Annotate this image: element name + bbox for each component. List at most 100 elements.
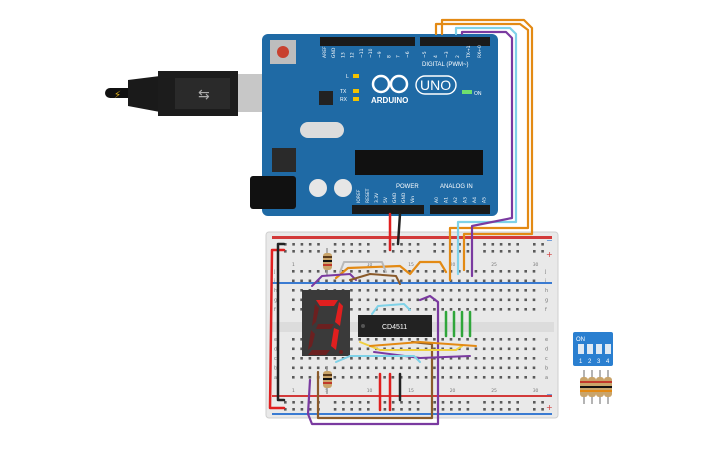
wires[interactable] <box>268 18 534 426</box>
breadboard-hole[interactable] <box>391 338 395 341</box>
breadboard-hole[interactable] <box>441 376 444 379</box>
breadboard-hole[interactable] <box>367 250 370 253</box>
breadboard-hole[interactable] <box>366 376 370 379</box>
breadboard-hole[interactable] <box>408 279 411 283</box>
breadboard-hole[interactable] <box>325 357 328 360</box>
breadboard-hole[interactable] <box>433 250 436 253</box>
breadboard-hole[interactable] <box>383 338 386 341</box>
pulldown-resistor-4[interactable] <box>604 370 612 404</box>
breadboard-hole[interactable] <box>400 401 403 404</box>
breadboard-hole[interactable] <box>441 347 444 351</box>
breadboard-hole[interactable] <box>466 338 469 341</box>
breadboard-hole[interactable] <box>350 270 353 273</box>
breadboard-hole[interactable] <box>416 308 420 311</box>
breadboard-hole[interactable] <box>333 408 337 411</box>
breadboard-hole[interactable] <box>491 243 495 246</box>
breadboard-hole[interactable] <box>300 308 303 311</box>
breadboard-hole[interactable] <box>383 243 387 246</box>
breadboard-hole[interactable] <box>284 401 287 404</box>
breadboard-hole[interactable] <box>350 279 353 283</box>
breadboard-hole[interactable] <box>458 308 461 311</box>
breadboard-hole[interactable] <box>284 250 287 253</box>
breadboard-hole[interactable] <box>424 347 428 351</box>
breadboard-hole[interactable] <box>533 250 536 253</box>
breadboard-hole[interactable] <box>333 243 337 246</box>
pulldown-resistor-1[interactable] <box>580 370 588 404</box>
breadboard-hole[interactable] <box>416 298 420 302</box>
breadboard-hole[interactable] <box>507 289 511 292</box>
breadboard-hole[interactable] <box>449 366 453 370</box>
breadboard-hole[interactable] <box>507 357 511 360</box>
breadboard-hole[interactable] <box>375 366 378 370</box>
wire-purple-d2[interactable] <box>460 30 514 278</box>
breadboard-hole[interactable] <box>300 243 304 246</box>
breadboard-hole[interactable] <box>516 308 519 311</box>
breadboard-hole[interactable] <box>391 270 395 273</box>
breadboard-hole[interactable] <box>316 270 320 273</box>
breadboard-hole[interactable] <box>532 376 536 379</box>
breadboard-hole[interactable] <box>317 250 320 253</box>
breadboard-hole[interactable] <box>516 243 519 246</box>
breadboard-hole[interactable] <box>532 366 536 370</box>
breadboard-hole[interactable] <box>491 366 494 370</box>
resistor-bottom[interactable] <box>323 366 332 394</box>
breadboard-hole[interactable] <box>482 347 486 351</box>
breadboard-hole[interactable] <box>333 376 337 379</box>
breadboard-hole[interactable] <box>516 250 519 253</box>
breadboard-hole[interactable] <box>499 408 503 411</box>
breadboard-hole[interactable] <box>524 357 527 360</box>
breadboard-hole[interactable] <box>532 298 536 302</box>
breadboard-hole[interactable] <box>416 279 420 283</box>
breadboard-hole[interactable] <box>482 298 486 302</box>
breadboard-hole[interactable] <box>375 338 378 341</box>
breadboard-hole[interactable] <box>499 243 503 246</box>
breadboard-hole[interactable] <box>441 289 444 292</box>
breadboard-hole[interactable] <box>524 338 527 341</box>
breadboard-hole[interactable] <box>458 408 461 411</box>
breadboard-hole[interactable] <box>466 401 470 404</box>
breadboard-hole[interactable] <box>507 298 511 302</box>
breadboard-hole[interactable] <box>341 376 345 379</box>
breadboard-hole[interactable] <box>292 376 295 379</box>
breadboard-hole[interactable] <box>532 279 536 283</box>
breadboard-hole[interactable] <box>383 347 386 351</box>
wire-orange-d6[interactable] <box>440 18 534 272</box>
breadboard-hole[interactable] <box>441 408 445 411</box>
breadboard-hole[interactable] <box>408 243 412 246</box>
seven-segment-display[interactable]: 7 <box>0 0 350 356</box>
breadboard-hole[interactable] <box>399 338 403 341</box>
breadboard-hole[interactable] <box>516 338 519 341</box>
breadboard-hole[interactable] <box>466 347 469 351</box>
breadboard-hole[interactable] <box>449 347 453 351</box>
breadboard-hole[interactable] <box>358 376 361 379</box>
breadboard-hole[interactable] <box>350 243 353 246</box>
breadboard-hole[interactable] <box>300 366 303 370</box>
breadboard-hole[interactable] <box>366 338 370 341</box>
wire-gray-top[interactable] <box>339 261 387 273</box>
breadboard-hole[interactable] <box>507 308 511 311</box>
breadboard-hole[interactable] <box>399 298 403 302</box>
breadboard-hole[interactable] <box>507 376 511 379</box>
breadboard-hole[interactable] <box>358 366 361 370</box>
breadboard-hole[interactable] <box>424 338 428 341</box>
wire-purple-right[interactable] <box>306 294 440 426</box>
breadboard-hole[interactable] <box>400 250 403 253</box>
dip-toggle-3[interactable] <box>596 344 602 354</box>
wire-orange-d7[interactable] <box>434 22 530 282</box>
breadboard-hole[interactable] <box>441 250 445 253</box>
breadboard-hole[interactable] <box>441 357 444 360</box>
breadboard-hole[interactable] <box>391 279 395 283</box>
digital-header-right[interactable] <box>420 37 490 46</box>
breadboard-hole[interactable] <box>391 376 395 379</box>
breadboard-hole[interactable] <box>350 401 353 404</box>
breadboard-hole[interactable] <box>433 347 436 351</box>
breadboard-hole[interactable] <box>375 270 378 273</box>
breadboard-hole[interactable] <box>375 357 378 360</box>
breadboard-hole[interactable] <box>350 289 353 292</box>
resistor-top[interactable] <box>323 248 332 276</box>
breadboard-hole[interactable] <box>524 298 527 302</box>
breadboard-hole[interactable] <box>292 338 295 341</box>
breadboard-hole[interactable] <box>391 408 395 411</box>
breadboard-hole[interactable] <box>342 401 345 404</box>
breadboard-hole[interactable] <box>408 357 411 360</box>
